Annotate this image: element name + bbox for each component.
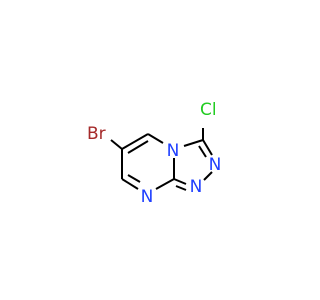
bond-c6-c5 xyxy=(121,133,149,150)
molecule-structure: Br Cl N N N N xyxy=(87,100,221,207)
atom-label-bromine: Br xyxy=(87,124,106,144)
bond-c5-n4 xyxy=(147,133,164,144)
atom-label-nitrogen-n2: N xyxy=(209,155,222,175)
bond-c6-br xyxy=(110,139,123,150)
bonds xyxy=(110,128,213,191)
atom-label-chlorine: Cl xyxy=(200,100,217,120)
bond-n8-c8a xyxy=(155,178,175,190)
bond-c8a-n1-inner xyxy=(175,185,187,191)
bond-n2-c3-inner xyxy=(198,145,207,158)
atom-labels: Br Cl N N N N xyxy=(87,100,221,207)
atom-label-nitrogen-bridge: N xyxy=(167,141,180,161)
bond-c6-c5-inner xyxy=(127,140,149,154)
bond-c3-n4 xyxy=(183,139,204,147)
bond-c7-n8-inner xyxy=(127,174,141,183)
bond-n1-n2 xyxy=(203,171,213,181)
bond-c7-n8 xyxy=(121,178,139,190)
bond-n2-c3 xyxy=(202,139,213,156)
atom-label-nitrogen-n1: N xyxy=(190,177,203,197)
atom-label-nitrogen-n8: N xyxy=(141,187,154,207)
bond-c8a-n1 xyxy=(173,178,187,185)
